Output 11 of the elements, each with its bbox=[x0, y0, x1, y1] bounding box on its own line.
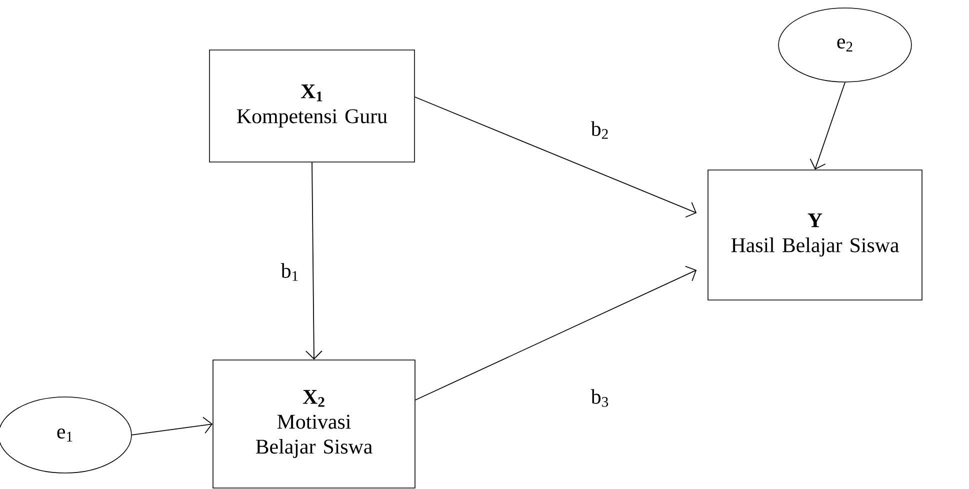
edge-label: b$_{2}$ bbox=[590, 120, 610, 140]
arrow bbox=[414, 96, 697, 218]
variable-box: Y Hasil Belajar Siswa bbox=[708, 170, 922, 300]
arrow bbox=[305, 162, 322, 360]
arrow bbox=[131, 416, 213, 436]
arrow bbox=[810, 82, 846, 170]
variable-box: X$_{2}$ Motivasi Belajar Siswa bbox=[212, 360, 416, 488]
edge-label: b$_{1}$ bbox=[280, 262, 300, 282]
arrow bbox=[414, 266, 697, 400]
edge-label: b$_{3}$ bbox=[590, 388, 610, 408]
variable-box: X$_{1}$ Kompetensi Guru bbox=[209, 50, 415, 162]
